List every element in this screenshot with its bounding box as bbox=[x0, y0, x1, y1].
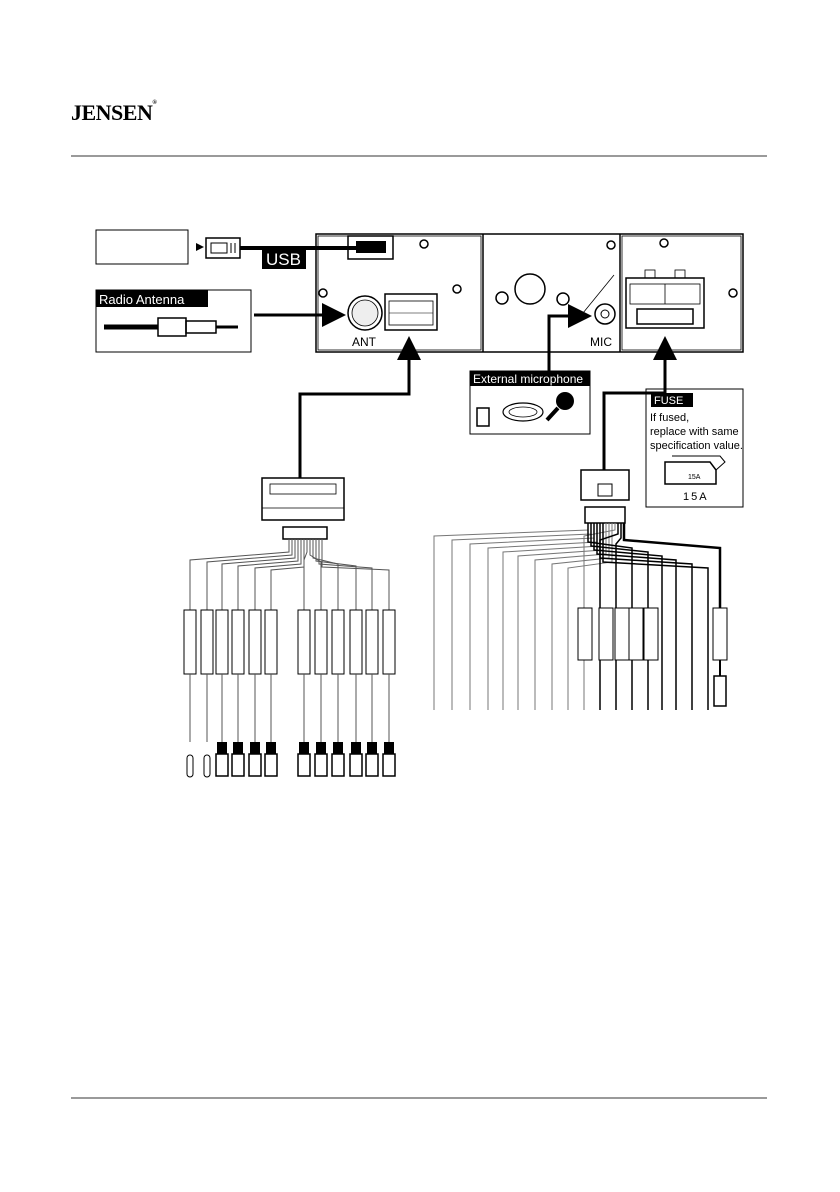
ant-label: ANT bbox=[352, 335, 377, 349]
wire-label-tag bbox=[184, 610, 196, 674]
mic-arrow bbox=[549, 316, 586, 371]
wire-end-cap bbox=[187, 755, 193, 777]
mic-label: MIC bbox=[590, 335, 612, 349]
wire-label-tag bbox=[315, 610, 327, 674]
rca-plug-body bbox=[217, 742, 227, 754]
right-wires bbox=[434, 523, 727, 710]
wire-label-tag bbox=[629, 608, 643, 660]
left-wire bbox=[222, 539, 295, 610]
wire-label-tag bbox=[615, 608, 629, 660]
wire-label-tag bbox=[216, 610, 228, 674]
rca-plug-body bbox=[333, 742, 343, 754]
wire-label-tag bbox=[578, 608, 592, 660]
harness-port-right bbox=[626, 270, 704, 328]
left-harness-connector bbox=[262, 478, 344, 539]
rca-plug-tip bbox=[332, 754, 344, 776]
rca-plug-tip bbox=[350, 754, 362, 776]
left-wire bbox=[271, 539, 304, 610]
wire-label-tag bbox=[332, 610, 344, 674]
fuse-print: 15A bbox=[688, 474, 701, 481]
rca-plug-body bbox=[351, 742, 361, 754]
wire-label-tag bbox=[350, 610, 362, 674]
rca-plug-tip bbox=[315, 754, 327, 776]
left-wires bbox=[184, 539, 395, 777]
rca-plug-tip bbox=[249, 754, 261, 776]
wire-label-tag bbox=[366, 610, 378, 674]
external-microphone-label: External microphone bbox=[473, 372, 583, 386]
fuse-title: FUSE bbox=[654, 395, 683, 407]
rca-plug-body bbox=[266, 742, 276, 754]
wire-label-tag bbox=[298, 610, 310, 674]
rca-plug-body bbox=[384, 742, 394, 754]
wire-label-tag bbox=[201, 610, 213, 674]
wire-label-tag bbox=[644, 608, 658, 660]
left-wire bbox=[190, 539, 289, 610]
usb-device-box bbox=[96, 230, 188, 264]
right-harness-connector bbox=[581, 470, 629, 523]
rca-plug-tip bbox=[265, 754, 277, 776]
antenna-jack bbox=[348, 296, 382, 330]
rca-plug-tip bbox=[298, 754, 310, 776]
wire-label-tag bbox=[599, 608, 613, 660]
wire-label-tag bbox=[265, 610, 277, 674]
left-wire bbox=[207, 539, 292, 610]
wire-label-tag bbox=[713, 608, 727, 660]
wire-label-tag bbox=[383, 610, 395, 674]
usb-plug-icon bbox=[206, 238, 240, 258]
rca-plug-body bbox=[250, 742, 260, 754]
harness-port-left bbox=[385, 294, 437, 330]
fuse-rating: 15A bbox=[683, 491, 709, 503]
usb-label: USB bbox=[266, 250, 301, 269]
fuse-line-3: specification value. bbox=[650, 440, 743, 452]
left-wire bbox=[313, 539, 338, 610]
left-wire bbox=[255, 539, 301, 610]
right-wire bbox=[535, 523, 606, 710]
right-wire bbox=[470, 523, 594, 710]
left-wire bbox=[319, 539, 372, 610]
rca-plug-body bbox=[299, 742, 309, 754]
rca-plug-body bbox=[233, 742, 243, 754]
wire-label-tag bbox=[232, 610, 244, 674]
rca-plug-tip bbox=[216, 754, 228, 776]
radio-antenna-label: Radio Antenna bbox=[99, 292, 185, 307]
fuse-line-1: If fused, bbox=[650, 412, 689, 424]
rca-plug-tip bbox=[232, 754, 244, 776]
rca-plug-body bbox=[316, 742, 326, 754]
wire-end-cap bbox=[204, 755, 210, 777]
wire-label-tag bbox=[249, 610, 261, 674]
rca-plug-tip bbox=[366, 754, 378, 776]
rca-plug-body bbox=[367, 742, 377, 754]
left-harness-arrow bbox=[300, 342, 409, 478]
fuse-line-2: replace with same bbox=[650, 426, 739, 438]
inline-connector bbox=[714, 676, 726, 706]
rca-plug-tip bbox=[383, 754, 395, 776]
mic-jack bbox=[595, 304, 615, 324]
